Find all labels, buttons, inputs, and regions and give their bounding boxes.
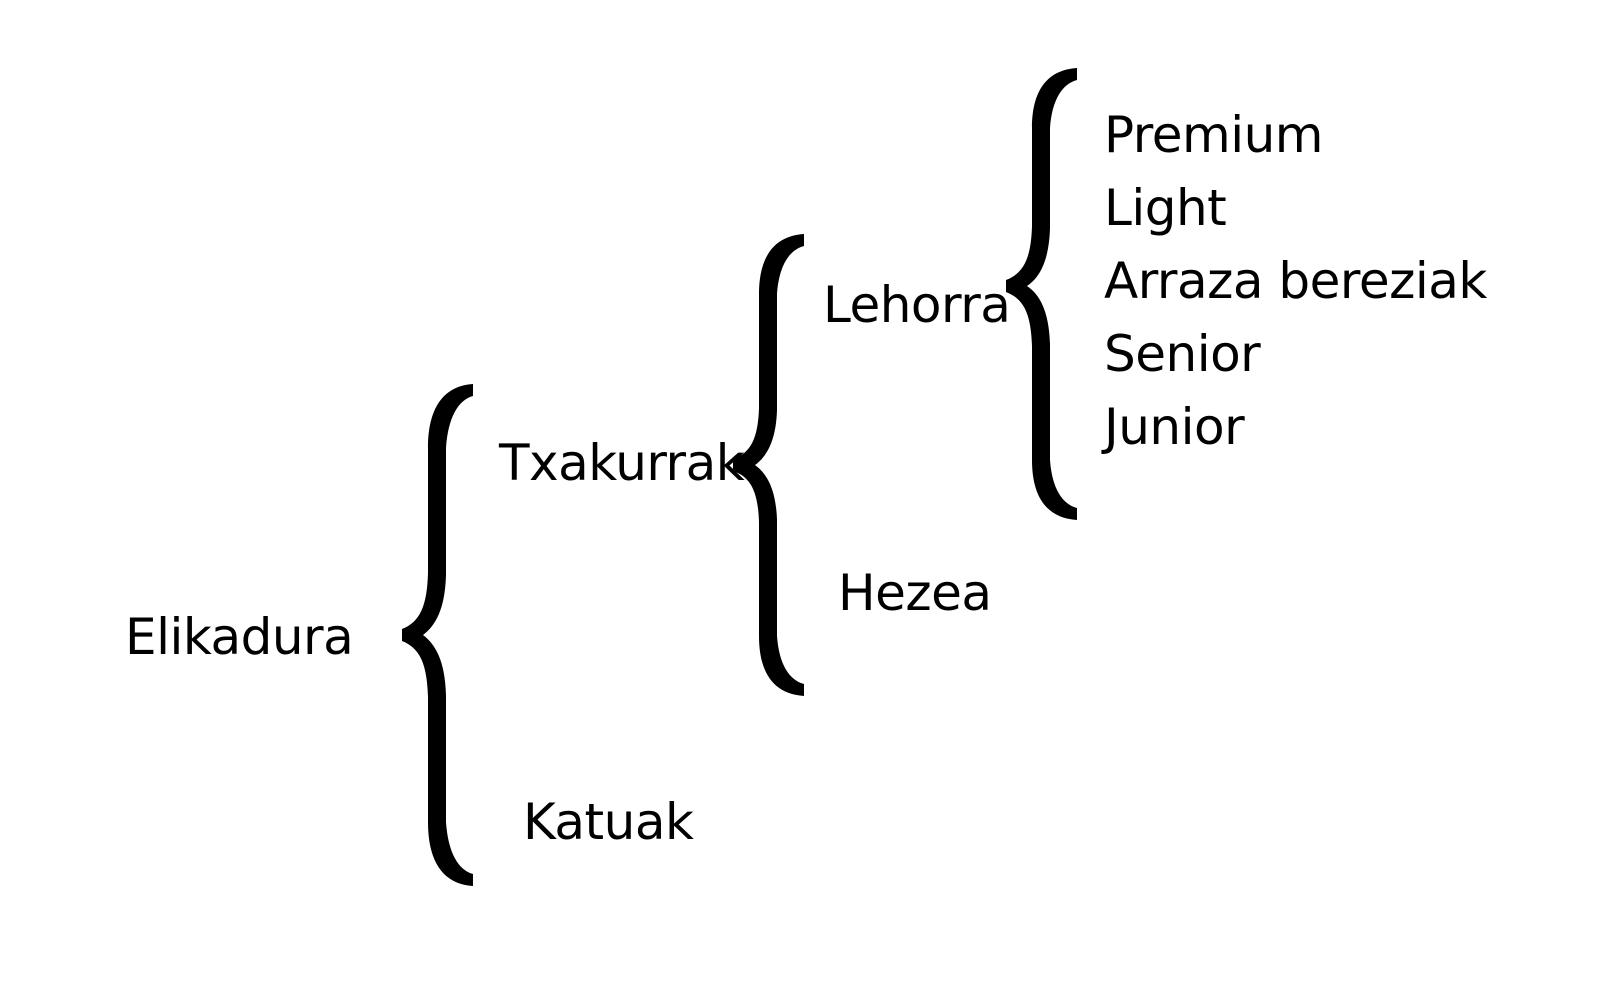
node-hezea: Hezea [838, 564, 992, 622]
node-lehorra: Lehorra [823, 276, 1011, 334]
node-txakurrak: Txakurrak [499, 434, 745, 492]
node-premium: Premium [1104, 106, 1324, 164]
node-junior: Junior [1104, 398, 1245, 456]
node-elikadura: Elikadura [125, 608, 354, 666]
brace-txakurrak [733, 234, 804, 696]
brace-lehorra [1006, 68, 1077, 520]
brace-elikadura [402, 384, 473, 886]
node-light: Light [1104, 179, 1227, 237]
node-katuak: Katuak [523, 793, 694, 851]
node-arraza-bereziak: Arraza bereziak [1104, 252, 1487, 310]
node-senior: Senior [1104, 325, 1261, 383]
